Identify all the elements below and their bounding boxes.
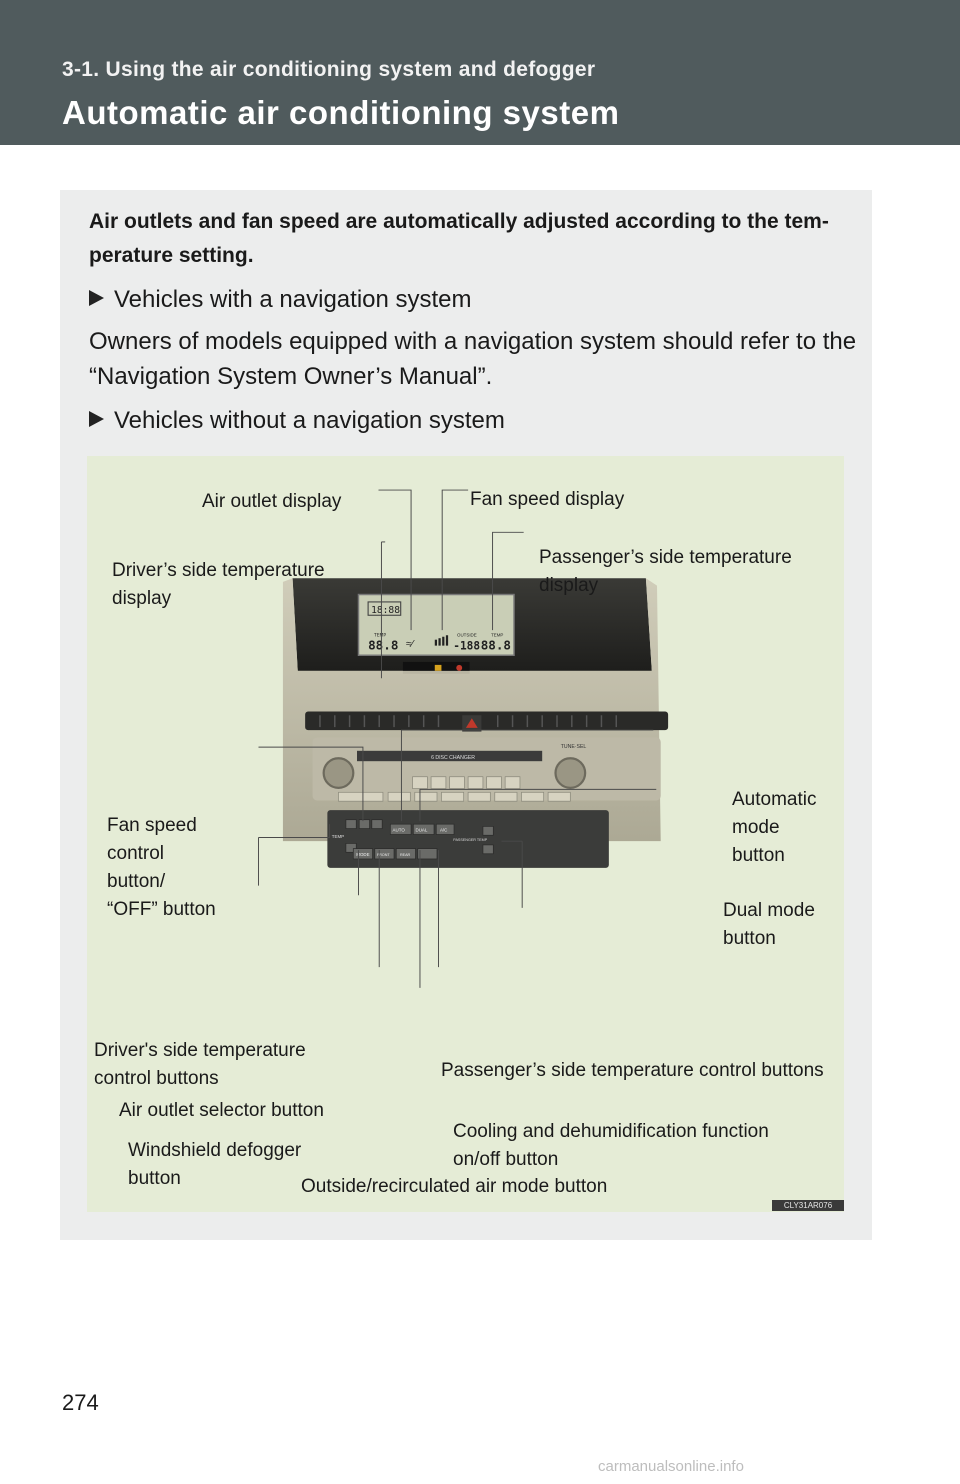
svg-text:TEMP: TEMP (373, 633, 386, 639)
svg-text:TEMP: TEMP (491, 633, 503, 638)
triangle-bullet-icon (89, 411, 104, 427)
label-fan-speed-display: Fan speed display (470, 489, 625, 510)
svg-text:OUTSIDE: OUTSIDE (457, 633, 477, 638)
label-outside-recirc: Outside/recirculated air mode button (301, 1176, 608, 1197)
svg-text:88.8: 88.8 (368, 637, 398, 652)
watermark: carmanualsonline.info (598, 1458, 744, 1475)
lcd-clock: 18:88 (371, 605, 400, 616)
nav-instructions: Owners of models equipped with a navigat… (89, 328, 857, 390)
nav-heading: Vehicles with a navigation system (89, 286, 472, 314)
section-title: 3-1. Using the air conditioning system a… (62, 58, 596, 81)
passenger-temp-label: PASSENGER TEMP (453, 838, 487, 842)
label-passenger-temp-controls: Passenger’s side temperature control but… (441, 1060, 824, 1081)
no-nav-heading-label: Vehicles without a navigation system (114, 407, 505, 434)
label-automatic-mode-button: Automatic mode button (732, 789, 817, 866)
label-windshield-defogger: Windshield defogger button (128, 1140, 302, 1189)
auto-button-label: AUTO (393, 828, 406, 833)
rear-button-label: REAR (400, 853, 411, 857)
label-air-outlet-display: Air outlet display (202, 491, 342, 512)
label-driver-temp-display: Driver’s side temperature display (112, 560, 325, 609)
label-dual-mode-button: Dual mode button (723, 900, 815, 949)
label-passenger-temp-display: Passenger’s side temperature display (539, 547, 792, 596)
ac-button-label: A/C (440, 828, 448, 833)
front-button-label: FRONT (377, 853, 390, 857)
header-bar: 3-1. Using the air conditioning system a… (0, 0, 960, 145)
label-fan-speed-control: Fan speed control button/ “OFF” button (107, 815, 216, 920)
mode-button-label: MODE (356, 852, 369, 857)
no-nav-heading: Vehicles without a navigation system (89, 407, 505, 435)
label-driver-temp-controls: Driver's side temperature control button… (94, 1040, 306, 1089)
page-title: Automatic air conditioning system (62, 94, 620, 131)
tune-sel-label: TUNE·SEL (561, 744, 587, 750)
temp-label: TEMP (332, 834, 344, 839)
nav-heading-label: Vehicles with a navigation system (114, 286, 472, 313)
intro-text: Air outlets and fan speed are automatica… (89, 210, 829, 267)
figure-code: CLY31AR076 (772, 1200, 844, 1211)
label-cooling-button: Cooling and dehumidification function on… (453, 1121, 769, 1170)
disc-changer-label: 6 DISC CHANGER (431, 755, 475, 761)
svg-text:88.8: 88.8 (481, 637, 511, 652)
dual-button-label: DUAL (416, 828, 428, 833)
figure-area: 18:88 TEMP 88.8 ≈⁄ OUTSIDE -188 TEMP 88.… (87, 456, 844, 1212)
page-number: 274 (62, 1390, 99, 1415)
svg-text:≈⁄: ≈⁄ (406, 639, 416, 650)
svg-text:-188: -188 (453, 639, 480, 652)
triangle-bullet-icon (89, 290, 104, 306)
dashboard-illustration: 18:88 TEMP 88.8 ≈⁄ OUTSIDE -188 TEMP 88.… (258, 489, 669, 988)
label-air-outlet-selector: Air outlet selector button (119, 1100, 324, 1121)
